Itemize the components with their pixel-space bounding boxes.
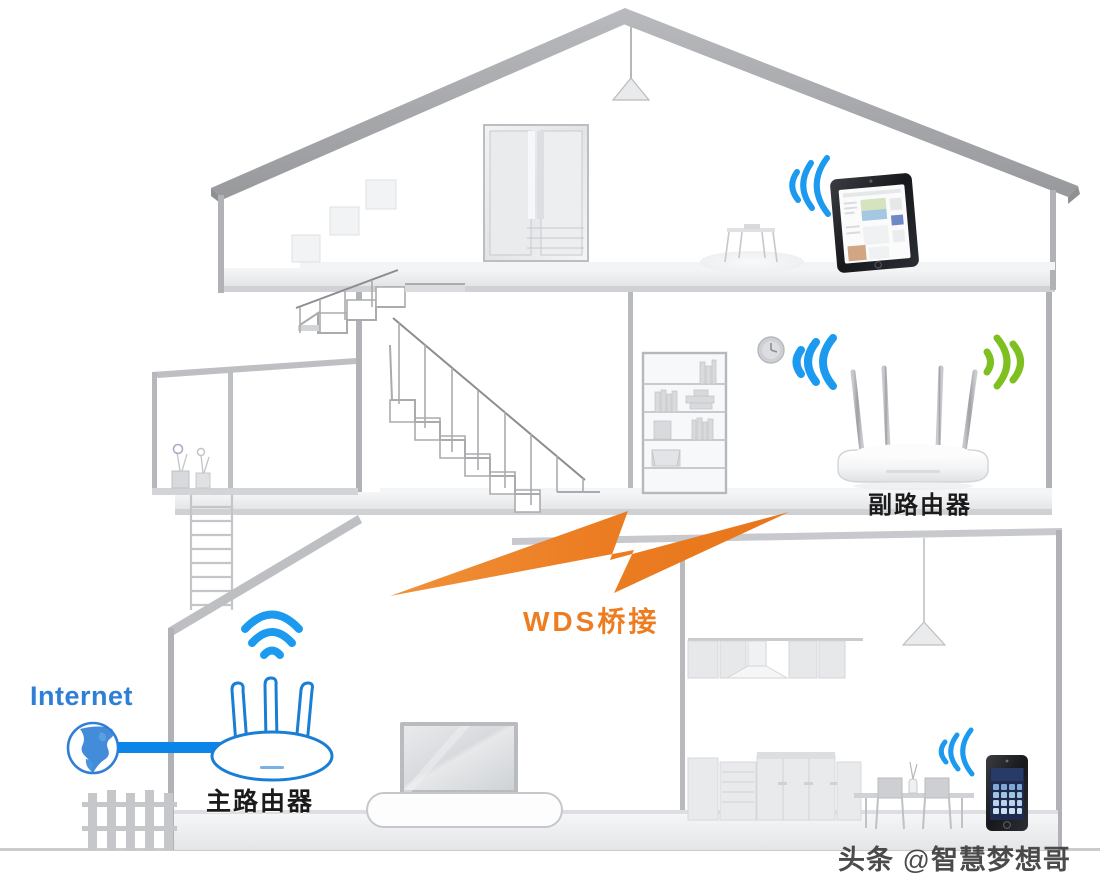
internet-label: Internet: [30, 681, 134, 711]
wifi-icon-smartphone: [938, 727, 975, 777]
table-vase: [908, 761, 918, 794]
kitchen: [687, 638, 863, 821]
watermark: 头条 @智慧梦想哥: [838, 838, 1071, 877]
pendant-lamp-kitchen: [901, 538, 947, 646]
watermark-source: 头条: [838, 845, 903, 875]
bookshelf: [641, 351, 728, 495]
main-router-label: 主路由器: [206, 788, 315, 816]
pendant-lamp-attic: [611, 22, 651, 101]
wds-bridge-bolt: [390, 511, 789, 596]
wardrobe: [483, 124, 589, 262]
chair: [875, 777, 905, 830]
balcony: [152, 358, 358, 610]
picture-frames: [291, 179, 397, 263]
television: [400, 722, 518, 803]
ground-floor-structure: [168, 515, 1062, 850]
wall-clock: [757, 336, 785, 364]
wifi-icon-tablet: [789, 155, 831, 217]
tablet: [789, 155, 919, 273]
sub-router-label: 副路由器: [868, 492, 972, 519]
main-router: [210, 610, 334, 782]
internet-wired-link: [118, 742, 254, 753]
tv-cabinet: [366, 792, 563, 828]
wifi-icon-sub-router-blue: [792, 334, 837, 390]
stool-and-rug: [700, 224, 804, 273]
watermark-at-sign: @: [902, 845, 931, 875]
wifi-icon-sub-router-green: [983, 334, 1024, 390]
smartphone: [938, 727, 1028, 831]
balcony-plants: [171, 443, 211, 489]
sub-router: [792, 334, 1024, 490]
dining-set: [854, 761, 974, 830]
staircase: [295, 269, 600, 513]
internet-globe-icon: [66, 721, 120, 775]
watermark-author: 智慧梦想哥: [930, 845, 1071, 875]
wds-bridge-label: WDS桥接: [523, 606, 660, 637]
range-hood: [725, 640, 789, 679]
wifi-icon-main-router: [241, 610, 303, 659]
picket-fence: [82, 790, 177, 850]
chair: [922, 777, 952, 830]
